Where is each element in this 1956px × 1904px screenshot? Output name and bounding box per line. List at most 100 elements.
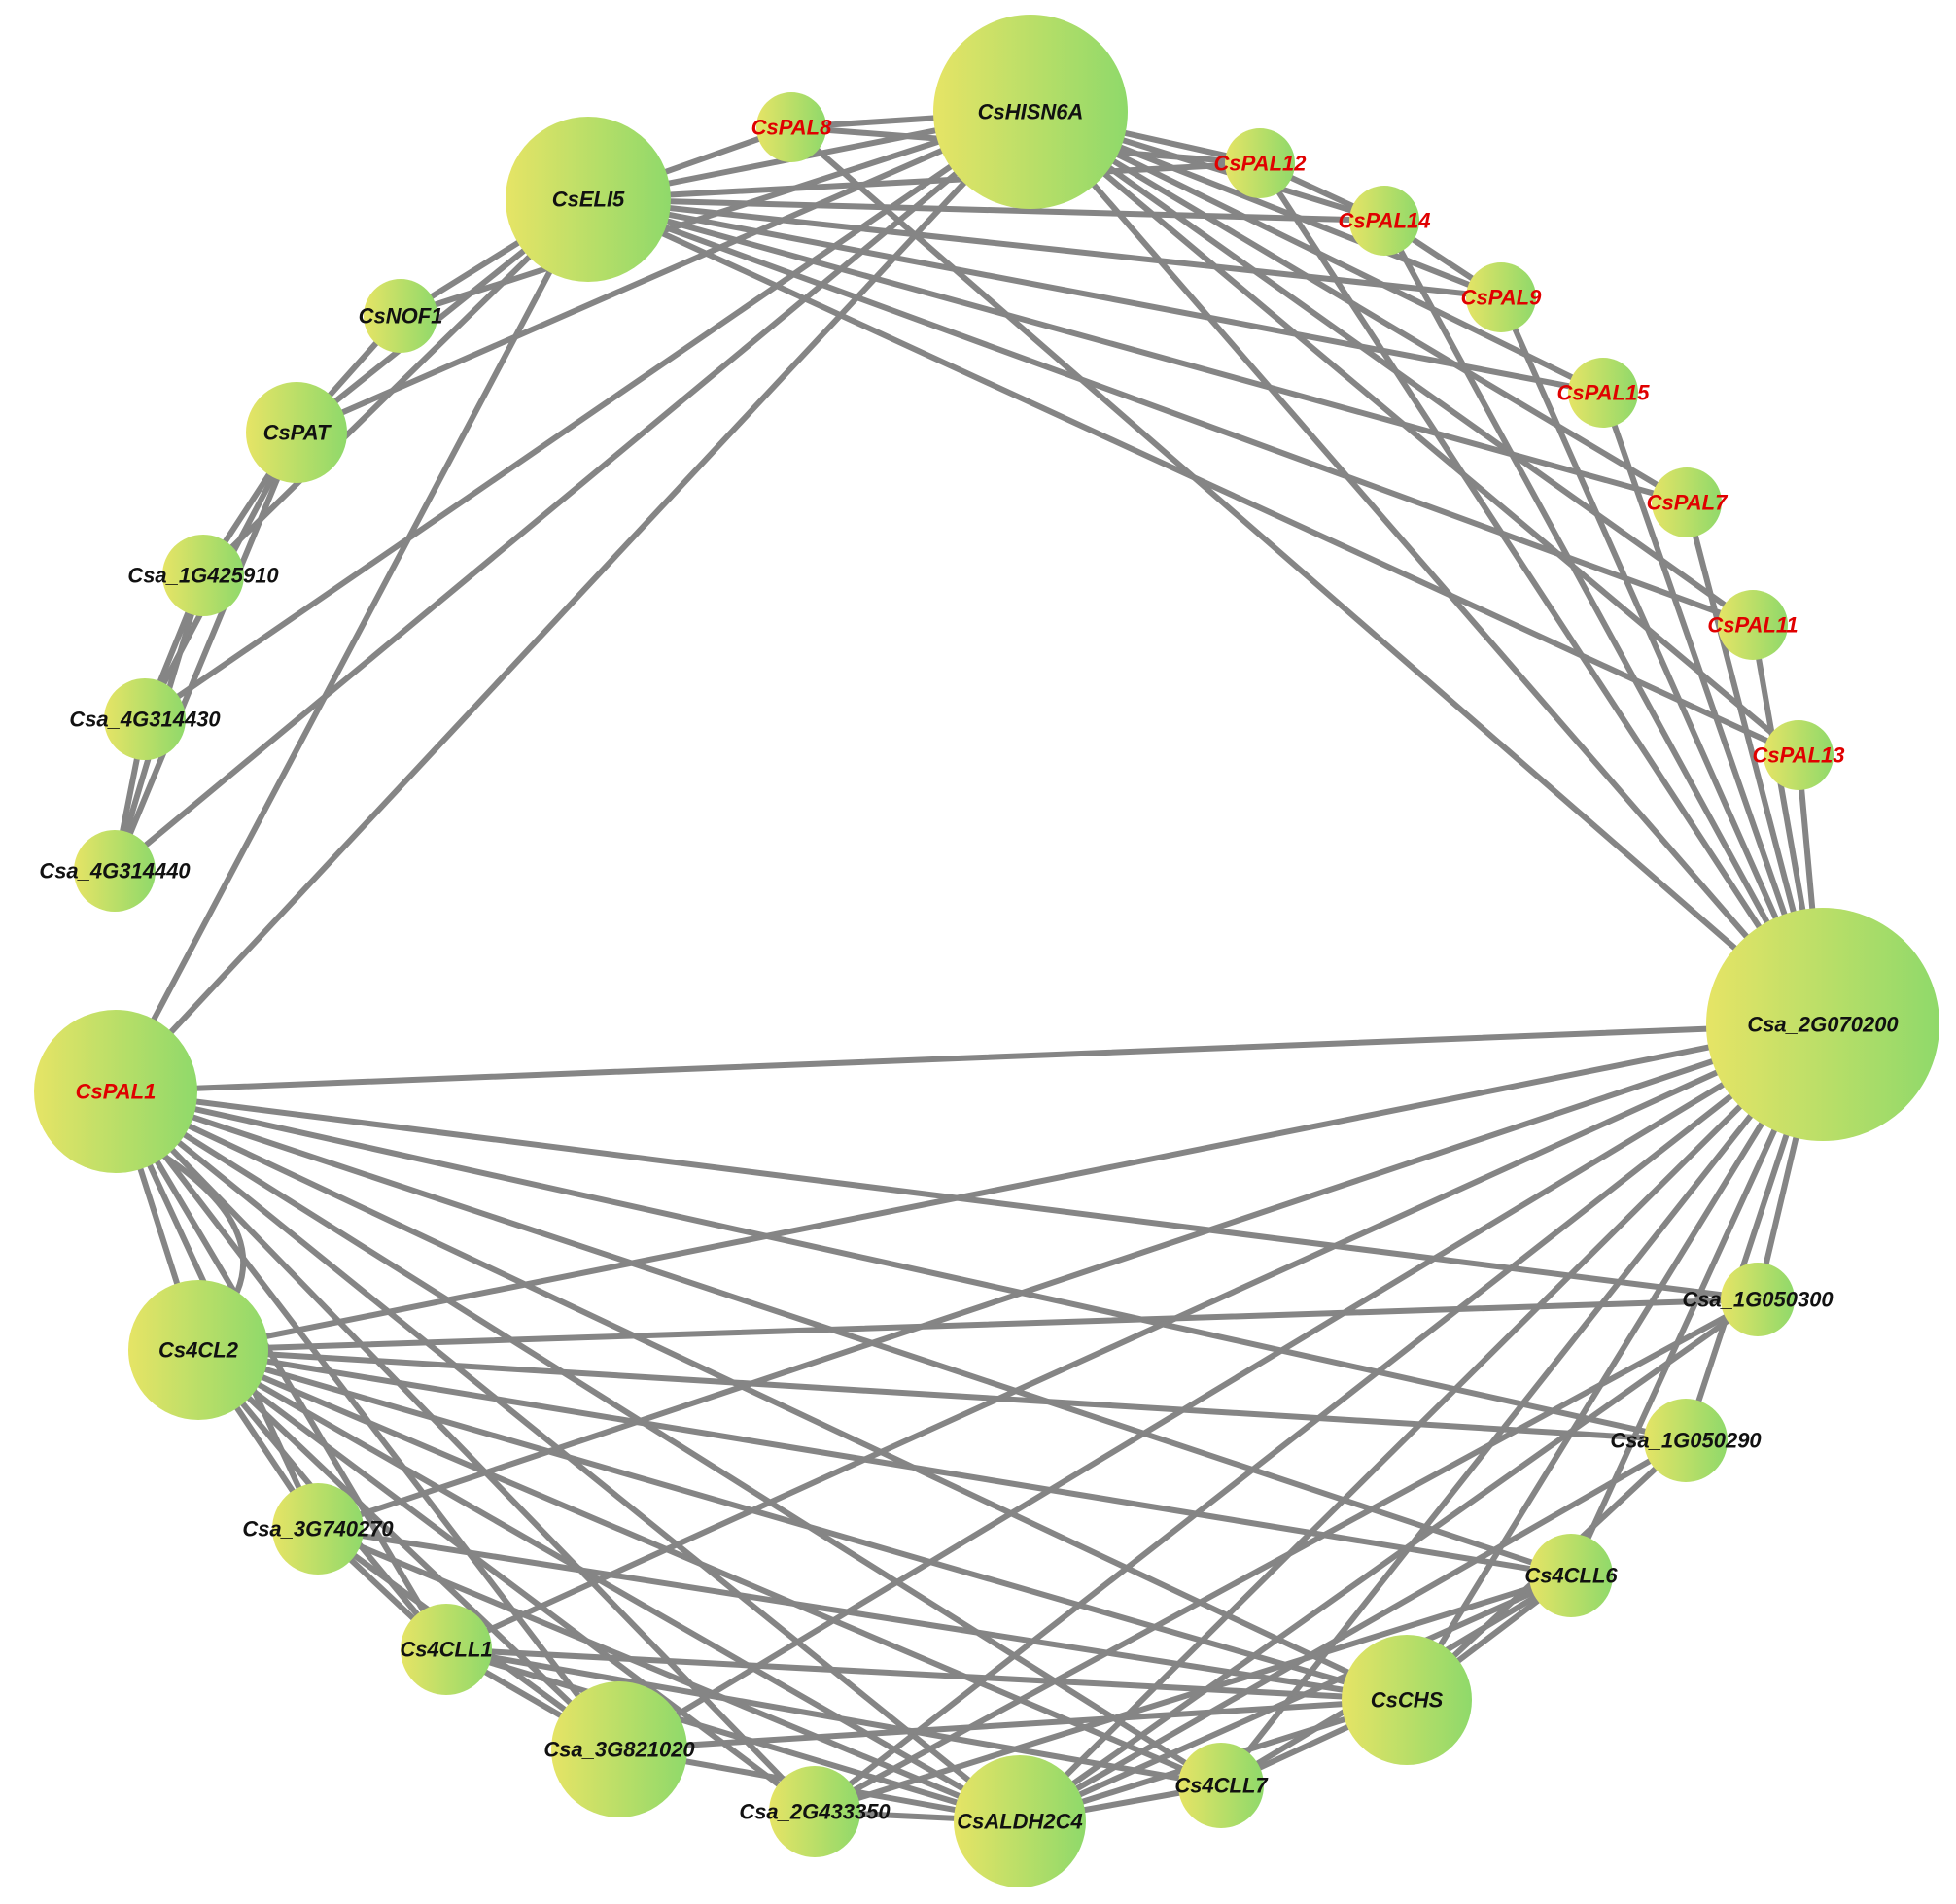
edge-csa-2g070200-csa-3g740270 bbox=[315, 1021, 1826, 1532]
node-label-csa-4g314430: Csa_4G314430 bbox=[69, 708, 221, 732]
node-label-csa-3g740270: Csa_3G740270 bbox=[242, 1517, 394, 1541]
node-label-csa-1g050290: Csa_1G050290 bbox=[1610, 1429, 1762, 1453]
node-circle-cspal12[interactable] bbox=[1225, 128, 1295, 198]
node-cschs[interactable]: CsCHS bbox=[1342, 1635, 1472, 1765]
node-csa-3g740270[interactable]: Csa_3G740270 bbox=[242, 1483, 394, 1575]
node-cspat[interactable]: CsPAT bbox=[246, 382, 347, 483]
edge-cs4cl2-csaldh2c4 bbox=[195, 1347, 1023, 1824]
node-label-csaldh2c4: CsALDH2C4 bbox=[957, 1810, 1083, 1834]
edge-cshisn6a-csa-4g314430 bbox=[142, 109, 1033, 722]
edge-cspal1-cs4cll6 bbox=[113, 1089, 1574, 1578]
node-cspal9[interactable]: CsPAL9 bbox=[1461, 262, 1542, 332]
node-circle-cs4cl2[interactable] bbox=[128, 1280, 268, 1420]
node-csa-2g433350[interactable]: Csa_2G433350 bbox=[739, 1766, 891, 1857]
node-circle-cspal7[interactable] bbox=[1652, 467, 1722, 537]
node-label-csa-1g050300: Csa_1G050300 bbox=[1682, 1288, 1834, 1312]
node-circle-cspal15[interactable] bbox=[1568, 358, 1638, 428]
edge-cseli5-cspal11 bbox=[585, 196, 1756, 628]
edge-cseli5-cspal14 bbox=[585, 196, 1387, 224]
edge-cseli5-cspal9 bbox=[585, 196, 1504, 300]
edges-layer bbox=[112, 109, 1826, 1824]
edge-cs4cl2-cs4cll6 bbox=[195, 1347, 1574, 1578]
node-circle-csa-2g433350[interactable] bbox=[769, 1766, 860, 1857]
node-csa-1g050290[interactable]: Csa_1G050290 bbox=[1610, 1399, 1762, 1482]
node-label-cspal1: CsPAL1 bbox=[76, 1080, 157, 1104]
node-circle-cspal8[interactable] bbox=[756, 92, 826, 162]
node-label-cshisn6a: CsHISN6A bbox=[978, 100, 1084, 124]
node-csa-1g050300[interactable]: Csa_1G050300 bbox=[1682, 1263, 1834, 1336]
node-circle-csaldh2c4[interactable] bbox=[954, 1755, 1086, 1887]
node-cs4cll1[interactable]: Cs4CLL1 bbox=[400, 1604, 493, 1695]
node-circle-cs4cll7[interactable] bbox=[1178, 1743, 1264, 1828]
edge-cshisn6a-cspat bbox=[294, 109, 1033, 435]
node-csa-2g070200[interactable]: Csa_2G070200 bbox=[1706, 908, 1939, 1141]
edge-csa-2g070200-csa-3g821020 bbox=[616, 1021, 1826, 1752]
edge-cspal1-csa-2g070200 bbox=[113, 1021, 1826, 1094]
edge-cs4cl2-csa-1g050300 bbox=[195, 1297, 1761, 1353]
edge-cs4cl2-csa-1g050290 bbox=[195, 1347, 1689, 1443]
node-label-cspal8: CsPAL8 bbox=[751, 116, 832, 140]
node-cseli5[interactable]: CsELI5 bbox=[506, 117, 671, 282]
edge-cseli5-cspal7 bbox=[585, 196, 1690, 505]
edge-cshisn6a-csa-4g314440 bbox=[112, 109, 1033, 874]
node-csaldh2c4[interactable]: CsALDH2C4 bbox=[954, 1755, 1086, 1887]
node-csa-1g425910[interactable]: Csa_1G425910 bbox=[127, 535, 279, 616]
node-cs4cl2[interactable]: Cs4CL2 bbox=[128, 1280, 268, 1420]
edge-cseli5-csa-1g425910 bbox=[200, 196, 591, 578]
node-circle-csa-2g070200[interactable] bbox=[1706, 908, 1939, 1141]
node-circle-cspal1[interactable] bbox=[34, 1010, 197, 1173]
node-circle-csa-1g425910[interactable] bbox=[162, 535, 244, 616]
node-circle-cseli5[interactable] bbox=[506, 117, 671, 282]
node-label-cspal11: CsPAL11 bbox=[1707, 613, 1798, 638]
node-cspal15[interactable]: CsPAL15 bbox=[1557, 358, 1651, 428]
node-circle-cspat[interactable] bbox=[246, 382, 347, 483]
node-circle-cspal11[interactable] bbox=[1718, 590, 1788, 660]
node-circle-cspal13[interactable] bbox=[1764, 720, 1834, 790]
node-circle-csa-1g050300[interactable] bbox=[1721, 1263, 1795, 1336]
node-circle-csa-4g314430[interactable] bbox=[104, 678, 186, 760]
edge-csa-3g740270-csaldh2c4 bbox=[315, 1526, 1023, 1824]
node-cspal12[interactable]: CsPAL12 bbox=[1214, 128, 1308, 198]
node-cs4cll6[interactable]: Cs4CLL6 bbox=[1524, 1534, 1618, 1617]
node-cspal1[interactable]: CsPAL1 bbox=[34, 1010, 197, 1173]
node-label-cspal14: CsPAL14 bbox=[1339, 209, 1431, 233]
node-label-csa-2g070200: Csa_2G070200 bbox=[1747, 1013, 1899, 1037]
node-label-csa-2g433350: Csa_2G433350 bbox=[739, 1800, 891, 1824]
edge-cspal8-csa-2g070200 bbox=[788, 124, 1826, 1027]
node-circle-csa-1g050290[interactable] bbox=[1644, 1399, 1728, 1482]
edge-cs4cl2-csa-2g433350 bbox=[195, 1347, 818, 1815]
edge-cspal1-csa-2g433350 bbox=[113, 1089, 818, 1815]
node-csnof1[interactable]: CsNOF1 bbox=[359, 279, 443, 353]
node-cs4cll7[interactable]: Cs4CLL7 bbox=[1174, 1743, 1269, 1828]
node-circle-cspal14[interactable] bbox=[1349, 186, 1419, 256]
node-circle-csa-3g821020[interactable] bbox=[551, 1681, 687, 1817]
edge-cseli5-cspal12 bbox=[585, 160, 1263, 202]
node-csa-3g821020[interactable]: Csa_3G821020 bbox=[543, 1681, 695, 1817]
node-label-cs4cll6: Cs4CLL6 bbox=[1524, 1564, 1618, 1588]
edge-cshisn6a-cspal13 bbox=[1028, 109, 1801, 758]
node-cspal7[interactable]: CsPAL7 bbox=[1647, 467, 1729, 537]
node-csa-4g314430[interactable]: Csa_4G314430 bbox=[69, 678, 221, 760]
node-cspal14[interactable]: CsPAL14 bbox=[1339, 186, 1431, 256]
node-label-cs4cll7: Cs4CLL7 bbox=[1174, 1774, 1269, 1798]
node-label-csa-4g314440: Csa_4G314440 bbox=[39, 859, 191, 883]
edge-cseli5-cspal1 bbox=[113, 196, 591, 1094]
node-cspal11[interactable]: CsPAL11 bbox=[1707, 590, 1799, 660]
node-circle-csa-4g314440[interactable] bbox=[74, 830, 156, 912]
node-circle-cschs[interactable] bbox=[1342, 1635, 1472, 1765]
node-circle-csa-3g740270[interactable] bbox=[272, 1483, 364, 1575]
node-label-csa-3g821020: Csa_3G821020 bbox=[543, 1738, 695, 1762]
node-csa-4g314440[interactable]: Csa_4G314440 bbox=[39, 830, 191, 912]
node-circle-cspal9[interactable] bbox=[1466, 262, 1536, 332]
node-label-cspal9: CsPAL9 bbox=[1461, 286, 1542, 310]
edge-csaldh2c4-csa-1g050300 bbox=[1017, 1297, 1761, 1824]
node-circle-cs4cll6[interactable] bbox=[1529, 1534, 1613, 1617]
node-cspal8[interactable]: CsPAL8 bbox=[751, 92, 832, 162]
node-circle-csnof1[interactable] bbox=[364, 279, 437, 353]
node-label-cspal7: CsPAL7 bbox=[1647, 491, 1729, 515]
node-cshisn6a[interactable]: CsHISN6A bbox=[933, 15, 1128, 209]
node-circle-cshisn6a[interactable] bbox=[933, 15, 1128, 209]
edge-cs4cll1-csaldh2c4 bbox=[443, 1646, 1023, 1824]
node-cspal13[interactable]: CsPAL13 bbox=[1753, 720, 1845, 790]
node-circle-cs4cll1[interactable] bbox=[401, 1604, 492, 1695]
